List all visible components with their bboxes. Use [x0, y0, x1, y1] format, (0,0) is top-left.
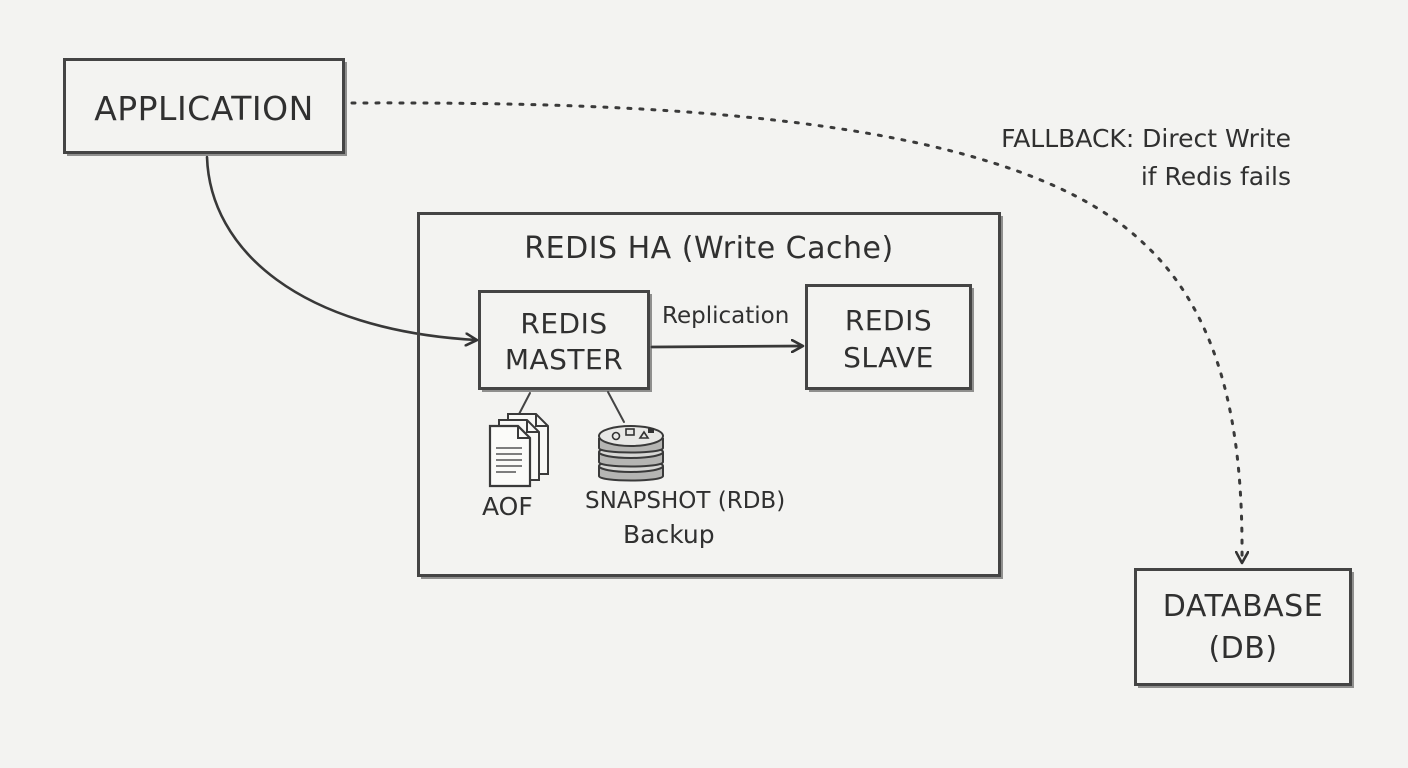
fallback-label-line1: FALLBACK: Direct Write [1001, 124, 1291, 153]
application-label: APPLICATION [94, 89, 314, 128]
snapshot-label-line2: Backup [623, 520, 715, 549]
redis-master-node: REDIS MASTER [478, 290, 650, 390]
redis-slave-node: REDIS SLAVE [805, 284, 972, 390]
database-line1: DATABASE [1162, 589, 1324, 624]
redis-master-line1: REDIS [520, 307, 608, 340]
document-stack-icon [488, 413, 549, 488]
aof-label: AOF [482, 492, 533, 521]
redis-slave-line2: SLAVE [843, 341, 934, 374]
application-node: APPLICATION [63, 58, 345, 154]
fallback-label-line2: if Redis fails [1140, 162, 1291, 191]
redis-master-line2: MASTER [504, 343, 624, 376]
redis-ha-title: REDIS HA (Write Cache) [524, 231, 894, 266]
database-node: DATABASE (DB) [1134, 568, 1352, 686]
database-line2: (DB) [1208, 631, 1278, 666]
redis-slave-line1: REDIS [844, 304, 933, 337]
app-to-master-arrow [205, 155, 476, 340]
replication-label: Replication [662, 303, 790, 329]
snapshot-label-line1: SNAPSHOT (RDB) [585, 488, 786, 514]
master-to-snapshot-line [607, 391, 625, 423]
replication-arrow [650, 346, 802, 347]
database-stack-icon [598, 425, 664, 482]
redis-ha-container: REDIS HA (Write Cache) [417, 212, 1001, 577]
